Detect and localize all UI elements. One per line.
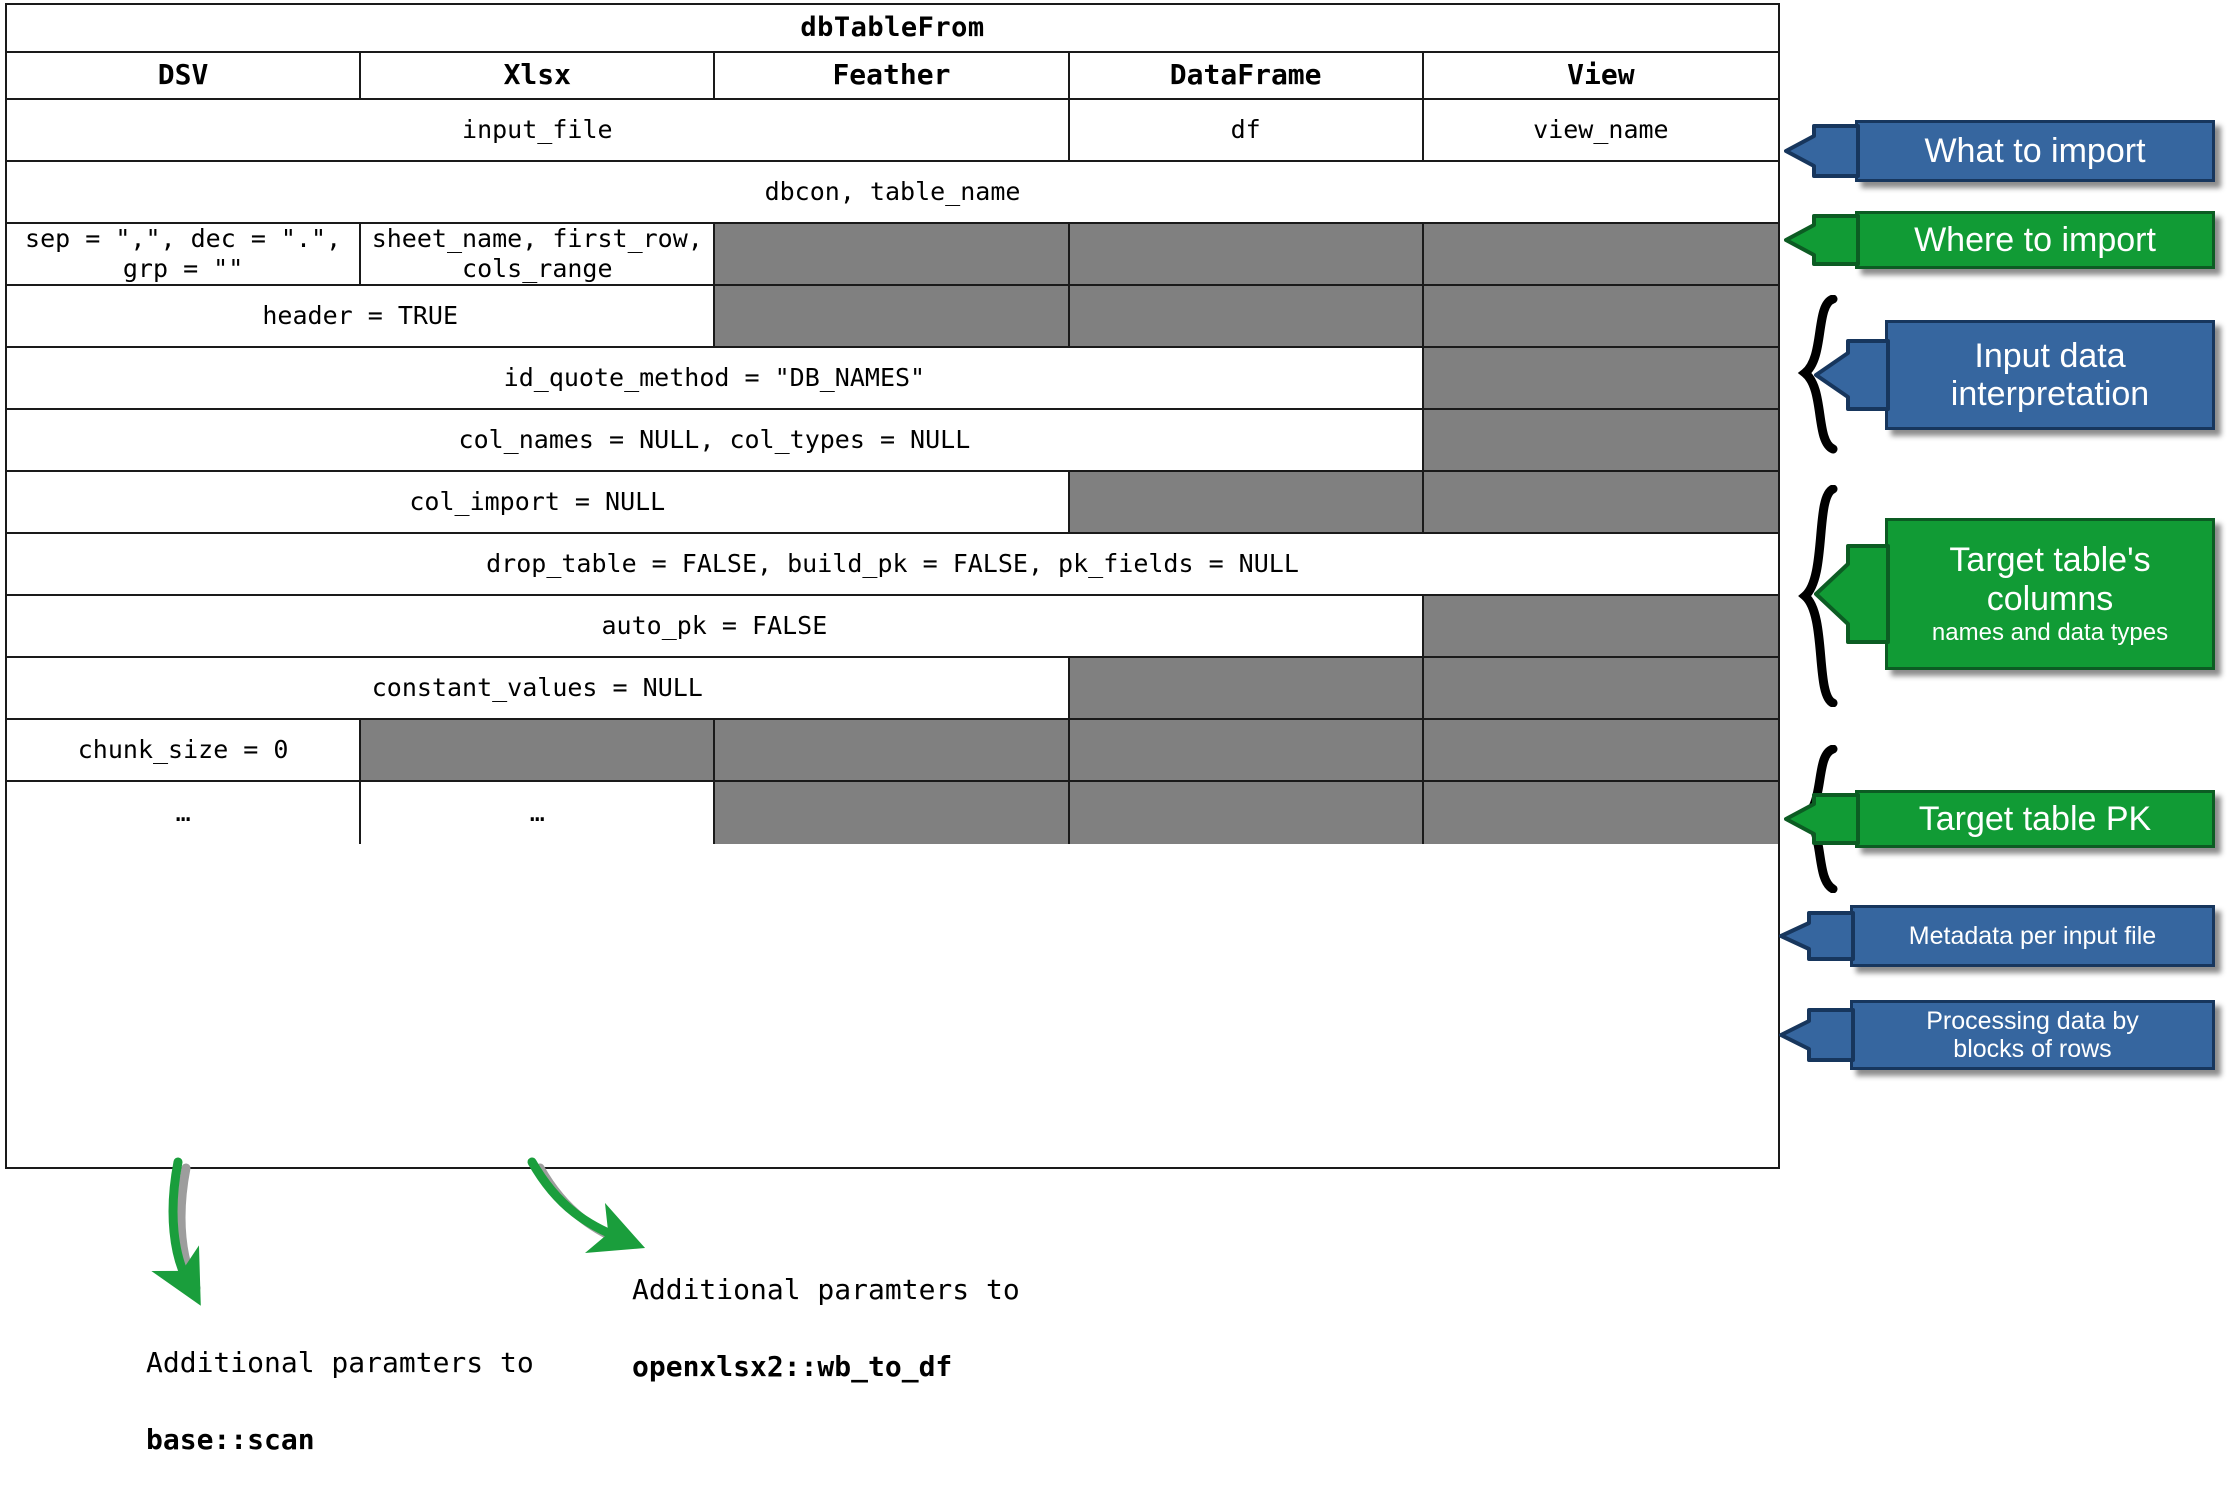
table-cell-unavailable xyxy=(1423,658,1778,718)
callout-input-data-interpretation[interactable]: Input data interpretation xyxy=(1814,320,2215,430)
callout-label: Target table's columns xyxy=(1949,541,2151,618)
caption-line-2: openxlsx2::wb_to_df xyxy=(632,1349,953,1383)
table-row: …… xyxy=(7,782,1778,844)
table-cell-unavailable xyxy=(1423,782,1778,844)
table-row: sep = ",", dec = ".", grp = ""sheet_name… xyxy=(7,224,1778,286)
table-cell-parameter: chunk_size = 0 xyxy=(7,720,362,780)
table-cell-parameter: col_names = NULL, col_types = NULL xyxy=(7,410,1424,470)
callout-target-table-columns[interactable]: Target table's columns names and data ty… xyxy=(1814,518,2215,670)
callout-target-table-pk[interactable]: Target table PK xyxy=(1784,790,2215,848)
table-cell-unavailable xyxy=(1069,720,1424,780)
table-cell-unavailable xyxy=(715,224,1070,284)
caption-line-1: Additional paramters to xyxy=(632,1272,1020,1306)
table-cell-unavailable xyxy=(1069,472,1424,532)
dbtablefrom-table: dbTableFrom DSV Xlsx Feather DataFrame V… xyxy=(5,3,1780,1169)
table-cell-parameter: df xyxy=(1069,100,1424,160)
arrow-left-icon xyxy=(1784,124,1860,178)
callout-label: Input data interpretation xyxy=(1950,336,2150,413)
column-header-dataframe: DataFrame xyxy=(1069,53,1424,98)
table-row: col_import = NULL xyxy=(7,472,1778,534)
arrow-to-wb-to-df xyxy=(527,1157,646,1254)
column-header-dsv: DSV xyxy=(7,53,362,98)
table-cell-unavailable xyxy=(1423,596,1778,656)
table-cell-parameter: input_file xyxy=(7,100,1070,160)
table-cell-parameter: drop_table = FALSE, build_pk = FALSE, pk… xyxy=(7,534,1778,594)
column-header-xlsx: Xlsx xyxy=(361,53,716,98)
table-cell-parameter: … xyxy=(361,782,716,844)
table-cell-parameter: sep = ",", dec = ".", grp = "" xyxy=(7,224,362,284)
brace-input-data-interpretation xyxy=(1795,294,1847,455)
table-row: dbcon, table_name xyxy=(7,162,1778,224)
table-cell-parameter: constant_values = NULL xyxy=(7,658,1070,718)
table-cell-unavailable xyxy=(1423,472,1778,532)
table-row: id_quote_method = "DB_NAMES" xyxy=(7,348,1778,410)
table-cell-unavailable xyxy=(1423,410,1778,470)
table-row: header = TRUE xyxy=(7,286,1778,348)
callout-sublabel: names and data types xyxy=(1931,618,2169,646)
arrow-left-icon xyxy=(1814,339,1890,411)
table-row: constant_values = NULL xyxy=(7,658,1778,720)
table-cell-unavailable xyxy=(1423,224,1778,284)
table-cell-unavailable xyxy=(361,720,716,780)
table-cell-unavailable xyxy=(1423,720,1778,780)
table-cell-parameter: … xyxy=(7,782,362,844)
table-cell-unavailable xyxy=(1069,224,1424,284)
brace-target-table-pk xyxy=(1795,744,1847,894)
callout-label: Metadata per input file xyxy=(1908,922,2157,950)
callout-label: Processing data by blocks of rows xyxy=(1926,1007,2139,1063)
table-title-row: dbTableFrom xyxy=(7,5,1778,53)
table-cell-unavailable xyxy=(715,720,1070,780)
callout-label: Where to import xyxy=(1914,220,2156,259)
table-cell-unavailable xyxy=(1423,348,1778,408)
table-cell-parameter: col_import = NULL xyxy=(7,472,1070,532)
caption-line-2: base::scan xyxy=(146,1422,315,1456)
callout-label: What to import xyxy=(1924,131,2146,170)
table-cell-unavailable xyxy=(715,286,1070,346)
callout-what-to-import[interactable]: What to import xyxy=(1784,120,2215,182)
table-row: auto_pk = FALSE xyxy=(7,596,1778,658)
table-cell-parameter: header = TRUE xyxy=(7,286,716,346)
table-cell-parameter: dbcon, table_name xyxy=(7,162,1778,222)
base-scan-caption: Additional paramters to base::scan xyxy=(146,1305,534,1498)
callout-label: Target table PK xyxy=(1918,799,2152,838)
column-header-view: View xyxy=(1423,53,1778,98)
arrow-left-icon xyxy=(1784,214,1860,266)
caption-line-1: Additional paramters to xyxy=(146,1345,534,1379)
arrow-left-icon xyxy=(1779,911,1855,961)
table-header-row: DSV Xlsx Feather DataFrame View xyxy=(7,53,1778,100)
table-row: drop_table = FALSE, build_pk = FALSE, pk… xyxy=(7,534,1778,596)
table-row: chunk_size = 0 xyxy=(7,720,1778,782)
brace-target-table-columns xyxy=(1795,484,1847,708)
callout-where-to-import[interactable]: Where to import xyxy=(1784,211,2215,269)
table-cell-parameter: view_name xyxy=(1423,100,1778,160)
table-cell-parameter: id_quote_method = "DB_NAMES" xyxy=(7,348,1424,408)
table-cell-parameter: auto_pk = FALSE xyxy=(7,596,1424,656)
arrow-to-base-scan xyxy=(151,1157,201,1306)
table-cell-unavailable xyxy=(715,782,1070,844)
table-cell-unavailable xyxy=(1423,286,1778,346)
arrow-left-icon xyxy=(1784,793,1860,845)
table-cell-unavailable xyxy=(1069,286,1424,346)
page-title: dbTableFrom xyxy=(7,5,1778,51)
wb-to-df-caption: Additional paramters to openxlsx2::wb_to… xyxy=(632,1232,1020,1425)
table-row: col_names = NULL, col_types = NULL xyxy=(7,410,1778,472)
arrow-left-icon xyxy=(1814,544,1890,644)
arrow-left-icon xyxy=(1779,1008,1855,1062)
table-cell-unavailable xyxy=(1069,782,1424,844)
table-cell-parameter: sheet_name, first_row, cols_range xyxy=(361,224,716,284)
table-cell-unavailable xyxy=(1069,658,1424,718)
column-header-feather: Feather xyxy=(715,53,1070,98)
callout-metadata-per-input-file[interactable]: Metadata per input file xyxy=(1779,905,2215,967)
callout-processing-by-blocks[interactable]: Processing data by blocks of rows xyxy=(1779,1000,2215,1070)
